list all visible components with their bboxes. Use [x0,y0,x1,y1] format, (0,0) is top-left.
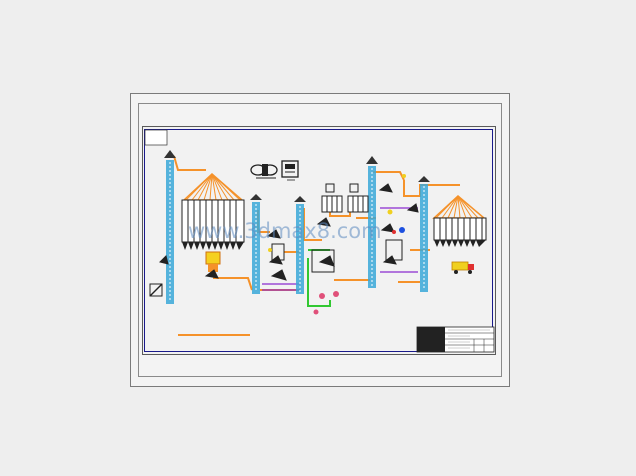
blue-marker [399,227,405,233]
bucket-elevators [166,160,428,304]
hopper-banks-middle [321,183,369,213]
watermark-text: www.3dmax8.com [188,219,382,243]
silo-bank-right [432,195,487,247]
drawing-inner-border [144,129,493,352]
control-panel-icon [281,160,299,181]
elevator-heads [164,150,430,202]
silo-bank-left [181,172,245,272]
sheet-border [138,103,502,377]
title-block [416,326,495,353]
equipment-clusters [159,183,419,281]
corner-box [144,129,168,146]
stamp-icon [149,283,163,297]
truck-icon [451,261,474,274]
pink-fittings [313,291,339,315]
fan-icon [250,164,278,179]
